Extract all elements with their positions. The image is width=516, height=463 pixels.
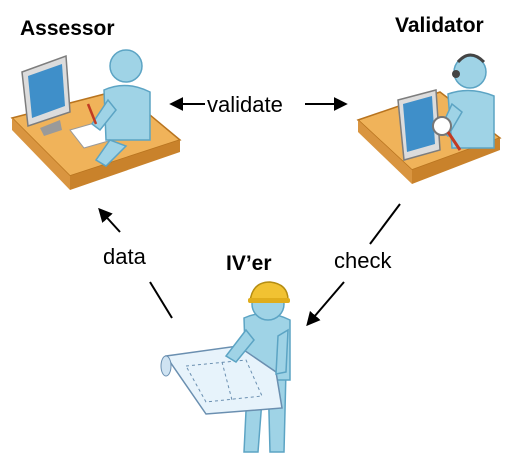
iver-illustration xyxy=(160,281,291,453)
validator-illustration xyxy=(356,53,502,184)
check-arrow-tail xyxy=(369,203,401,245)
check-arrow-head xyxy=(306,281,345,327)
iver-title: IV’er xyxy=(226,252,272,275)
assessor-title: Assessor xyxy=(20,17,115,40)
data-label: data xyxy=(103,244,147,269)
check-label: check xyxy=(334,248,392,273)
validate-label: validate xyxy=(207,92,283,117)
data-arrow-tail xyxy=(149,281,173,319)
validator-title: Validator xyxy=(395,14,484,37)
assessor-illustration xyxy=(10,49,182,190)
data-arrow-head xyxy=(98,207,121,233)
